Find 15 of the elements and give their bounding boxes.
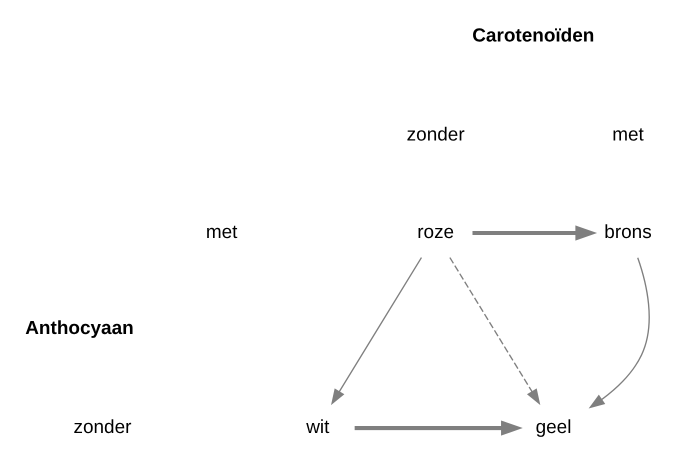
node-text: roze bbox=[417, 222, 454, 244]
label: Anthocyaan bbox=[25, 318, 134, 340]
label: Carotenoïden bbox=[472, 26, 594, 47]
arrow bbox=[472, 225, 598, 241]
arrow bbox=[354, 420, 523, 436]
arrow bbox=[331, 257, 422, 406]
node-text: brons bbox=[604, 222, 652, 244]
label: met bbox=[206, 222, 238, 244]
arrow bbox=[588, 258, 650, 408]
label: zonder bbox=[73, 417, 132, 438]
arrow bbox=[449, 257, 540, 406]
label: met bbox=[612, 124, 644, 146]
node-text: geel bbox=[536, 417, 572, 438]
label: zonder bbox=[406, 124, 465, 146]
node-text: wit bbox=[306, 417, 330, 438]
